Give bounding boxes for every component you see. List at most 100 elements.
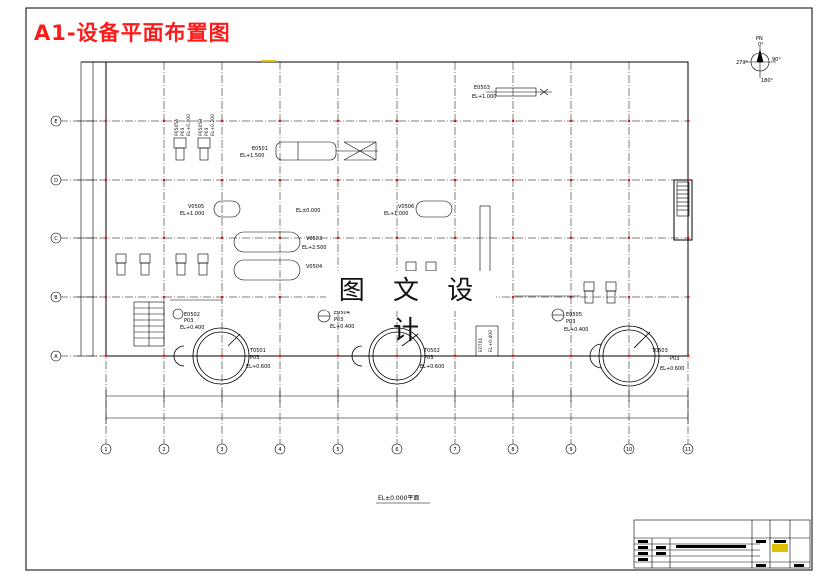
drawing-title: A1-设备平面布置图 [34, 21, 231, 45]
tag-e0505: E0505 [566, 312, 582, 318]
marker-yellow [262, 60, 276, 62]
elev-p0505b: EL+0.200 [210, 114, 216, 136]
pump-group-right [514, 281, 617, 304]
col-axis-bubble [274, 443, 286, 455]
right-stair [676, 181, 690, 217]
compass-right: 90° [772, 57, 781, 63]
title-block-fills [638, 540, 804, 567]
elev-v0503: EL+2.500 [302, 245, 326, 251]
sub-p0505a: P03 [180, 127, 186, 136]
pump-e0502 [170, 299, 222, 320]
row-axis-label: D [54, 178, 58, 184]
tag-v0504: V0504 [306, 264, 322, 270]
row-axis-bubble [50, 115, 62, 127]
elev-e0501: EL+1.500 [240, 153, 264, 159]
tag-e0701: E0701 [478, 338, 484, 352]
watermark-text: 图 文 设 计 [326, 271, 496, 346]
tag-e0501: E0501 [252, 146, 268, 152]
vessel-v0503 [233, 231, 301, 253]
col-axis-bubble [391, 443, 403, 455]
unit-e0701 [475, 325, 499, 357]
col-axis-label: 8 [511, 447, 514, 453]
elev-e0502: EL+0.400 [180, 325, 204, 331]
elev-e0701: EL+0.400 [488, 330, 494, 352]
right-annex [673, 179, 693, 241]
exchanger-e0501 [275, 141, 378, 161]
compass-bottom: 180° [761, 78, 774, 84]
col-axis-bubble [216, 443, 228, 455]
col-axis-label: 7 [453, 447, 456, 453]
row-axis-bubble [50, 174, 62, 186]
tag-p0505a: P0505A [174, 118, 180, 136]
col-axis-label: 11 [685, 447, 691, 453]
row-axis-label: A [54, 354, 58, 360]
pump-p0505b [197, 137, 211, 161]
title-block-stamp [772, 544, 788, 552]
tag-v0506: V0506 [398, 204, 414, 210]
sub-e0504: P03 [334, 317, 343, 323]
pump-e0504 [317, 309, 331, 323]
pump-p0505a [173, 137, 187, 161]
row-axis-label: C [54, 236, 58, 242]
elev-platform: EL±0.000 [296, 208, 320, 214]
axis-grid [60, 60, 690, 444]
tag-v0503: V0503 [306, 236, 322, 242]
sub-e0502: P03 [184, 318, 193, 324]
col-axis-label: 9 [569, 447, 572, 453]
col-axis-bubble [332, 443, 344, 455]
pump-e0505 [551, 308, 565, 322]
title-block [633, 519, 811, 569]
sub-t0501: P03 [250, 355, 259, 361]
col-axis-bubble [623, 443, 635, 455]
col-axis-label: 10 [626, 447, 632, 453]
vessel-v0504 [233, 259, 301, 281]
left-stair [133, 301, 165, 347]
pump-group-left [115, 253, 209, 276]
exchanger-e0503 [486, 87, 552, 97]
col-axis-label: 3 [220, 447, 223, 453]
left-dimensions [77, 62, 97, 357]
tag-t0503: T0503 [651, 348, 668, 354]
row-axis-bubble [50, 350, 62, 362]
col-axis-label: 2 [162, 447, 165, 453]
col-axis-bubble [100, 443, 112, 455]
col-axis-bubble [449, 443, 461, 455]
vessel-v0505 [213, 200, 241, 218]
row-axis-label: B [54, 295, 58, 301]
row-axis-label: E [54, 119, 57, 125]
compass-left: 270° [736, 60, 749, 66]
col-axis-label: 5 [336, 447, 339, 453]
row-axis-bubble [50, 232, 62, 244]
elev-v0505: EL+1.000 [180, 211, 204, 217]
col-axis-label: 1 [104, 447, 107, 453]
tag-p0505b: P0505B [198, 119, 204, 136]
sub-e0505: P03 [566, 319, 575, 325]
sub-t0503: P03 [670, 356, 679, 362]
col-axis-bubble [158, 443, 170, 455]
elev-t0503: EL+0.600 [660, 366, 684, 372]
col-axis-label: 4 [278, 447, 281, 453]
tank-t0503 [589, 325, 660, 387]
sub-t0502: P03 [424, 355, 433, 361]
compass [744, 46, 776, 78]
tag-e0503: E0503 [474, 85, 490, 91]
sheet-border [25, 7, 813, 571]
tag-e0502: E0502 [184, 312, 200, 318]
col-axis-label: 6 [395, 447, 398, 453]
col-axis-bubble [565, 443, 577, 455]
vessel-v0506 [415, 200, 453, 218]
elev-e0503: EL+1.000 [472, 94, 496, 100]
compass-top: 0° [758, 42, 764, 48]
tag-v0505: V0505 [188, 204, 204, 210]
row-axis-bubble [50, 291, 62, 303]
tank-t0501 [173, 327, 250, 385]
tag-e0504: E0504 [334, 310, 350, 316]
col-axis-bubble [507, 443, 519, 455]
elev-t0501: EL+0.600 [246, 364, 270, 370]
elev-e0504: EL+0.400 [330, 324, 354, 330]
col-axis-bubble [682, 443, 694, 455]
tag-t0501: T0501 [249, 348, 266, 354]
sub-p0505b: P03 [204, 127, 210, 136]
elev-v0506: EL+1.000 [384, 211, 408, 217]
